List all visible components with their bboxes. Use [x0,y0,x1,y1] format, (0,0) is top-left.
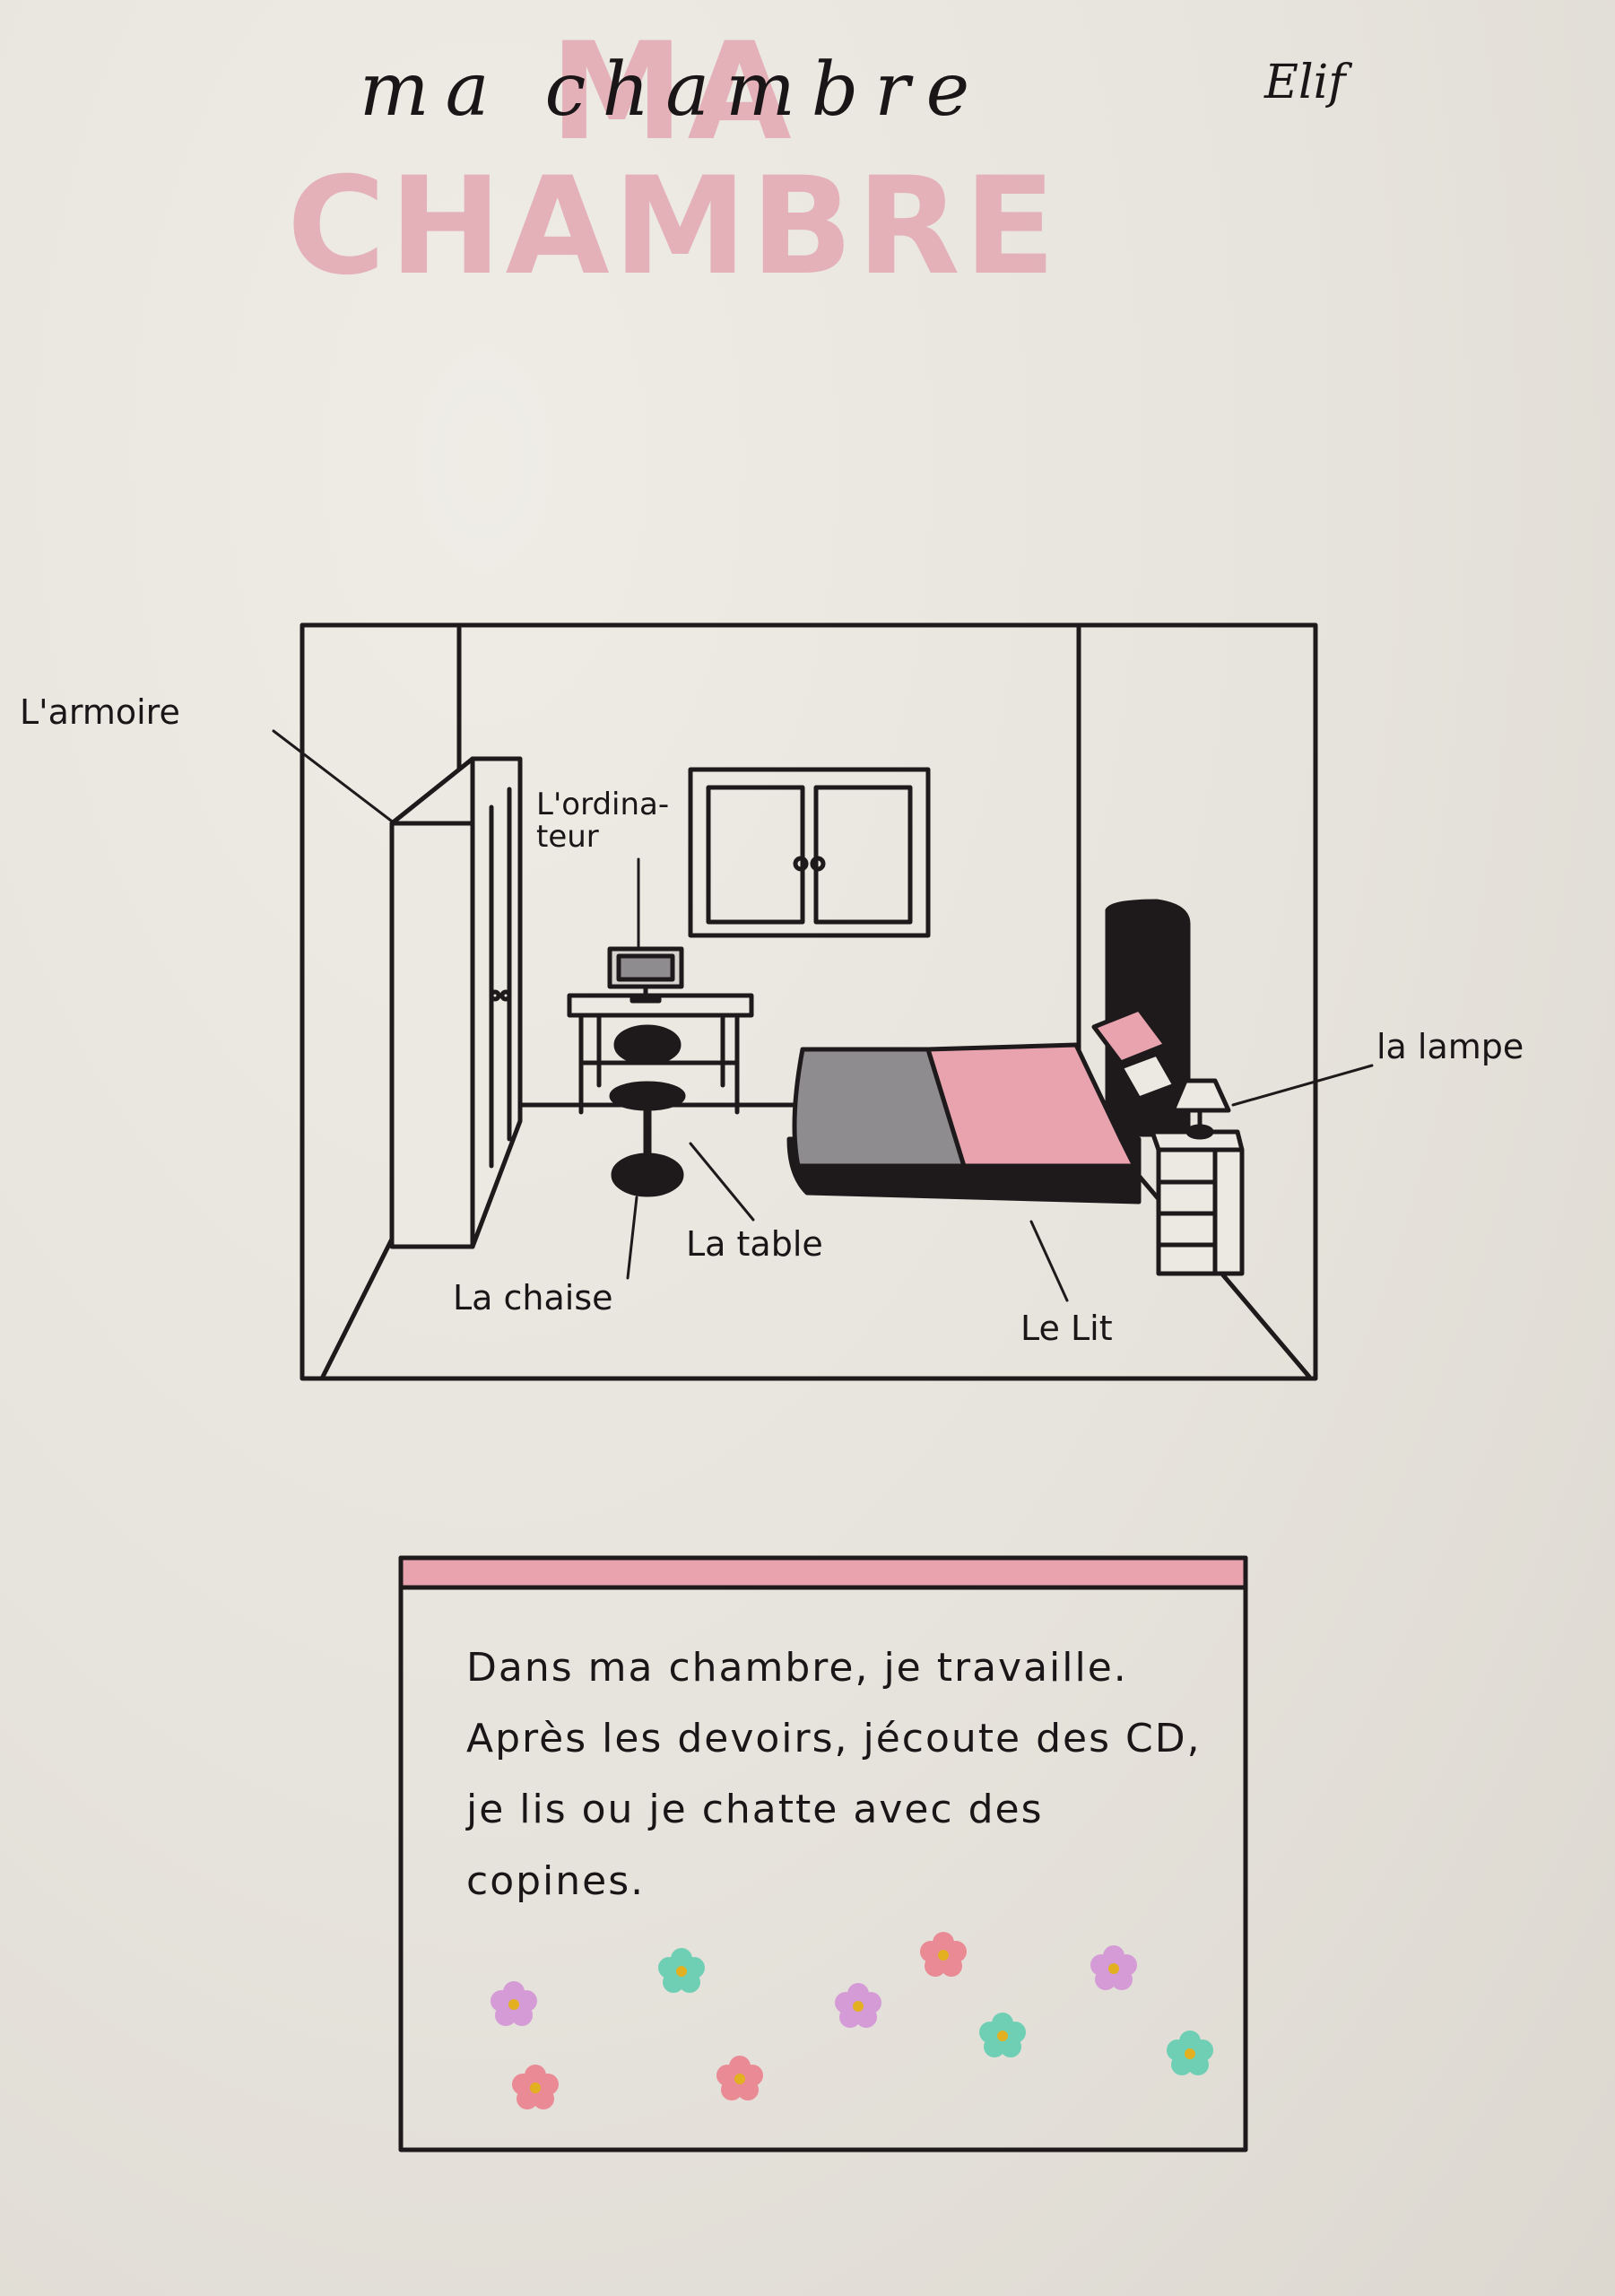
flower-decorations [491,1932,1213,2109]
page-title-cursive: ma chambre [359,48,986,133]
window [688,767,931,938]
bed [786,899,1191,1205]
chair [609,1024,686,1197]
nightstand [1150,1129,1245,1276]
flower-icon [658,1948,705,1993]
flower-icon [979,2013,1026,2057]
flower-icon [835,1983,881,2028]
computer [607,946,684,1004]
lamp [1170,1078,1231,1140]
wardrobe [389,756,523,1249]
label-lit: Le Lit [1020,1309,1113,1348]
label-ordinateur: L'ordina- teur [536,787,670,855]
room-frame [300,622,1318,1381]
description-text: Dans ma chambre, je travaille. Après les… [466,1645,1202,1904]
flower-icon [1167,2031,1213,2075]
back-wall [456,625,1081,1108]
label-lampe: la lampe [1376,1027,1524,1066]
label-table: La table [686,1224,823,1264]
author-signature: Elif [1264,56,1346,109]
text-box-frame [398,1555,1248,2152]
flower-icon [512,2065,559,2109]
label-armoire: L'armoire [20,692,180,732]
flower-icon [491,1981,537,2026]
flower-icon [1090,1945,1137,1990]
label-chaise: La chaise [453,1278,613,1318]
flower-icon [920,1932,967,1977]
page-title: MA CHAMBRE [287,14,1060,305]
flower-icon [716,2056,763,2100]
